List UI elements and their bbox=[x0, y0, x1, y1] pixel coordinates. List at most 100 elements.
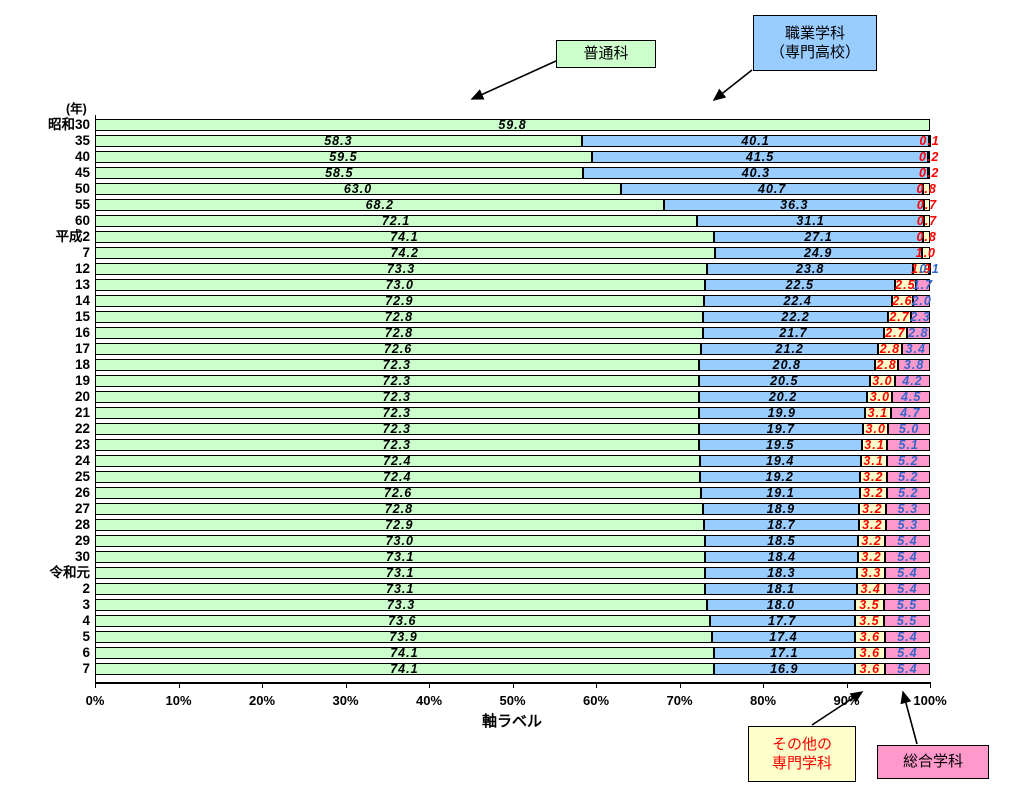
bar-segment-sogo bbox=[884, 615, 930, 627]
value-label-sogo: 4.2 bbox=[902, 374, 923, 388]
bar-segment-shokugyo bbox=[621, 183, 924, 195]
bar-segment-shokugyo bbox=[713, 231, 924, 243]
bar-row: 68.2 36.3 0.7 bbox=[95, 198, 936, 212]
bar-segment-sogo bbox=[884, 647, 930, 659]
x-axis-tick bbox=[679, 682, 681, 688]
bar-segment-futsuka bbox=[95, 151, 592, 163]
value-label-futsuka: 72.1 bbox=[381, 214, 411, 228]
bar-segment-futsuka bbox=[95, 295, 704, 307]
value-label-sonota: 0.7 bbox=[916, 198, 938, 212]
callout-shokugyo-line2: （専門高校） bbox=[769, 44, 860, 61]
y-axis-label: 22 bbox=[74, 421, 90, 436]
bar-segment-sogo bbox=[884, 631, 930, 643]
bar-segment-sonota bbox=[891, 295, 914, 307]
bar-segment-shokugyo bbox=[713, 663, 855, 675]
value-label-shokugyo: 23.8 bbox=[796, 262, 825, 276]
y-axis-label: 18 bbox=[74, 357, 90, 372]
bar-segment-futsuka bbox=[95, 455, 700, 467]
x-axis-tick-label: 70% bbox=[666, 693, 693, 708]
bar-segment-sogo bbox=[888, 423, 930, 435]
value-label-futsuka: 73.6 bbox=[388, 614, 417, 628]
bar-segment-shokugyo bbox=[701, 487, 860, 499]
value-label-shokugyo: 19.7 bbox=[766, 422, 796, 436]
value-label-shokugyo: 40.1 bbox=[741, 134, 770, 148]
value-label-shokugyo: 18.4 bbox=[767, 550, 796, 564]
bar-segment-shokugyo bbox=[704, 535, 859, 547]
bar-segment-sonota bbox=[859, 503, 886, 515]
value-label-sogo: 5.2 bbox=[898, 470, 919, 484]
y-axis-label: 昭和30 bbox=[47, 117, 90, 132]
bar-segment-sonota bbox=[878, 343, 902, 355]
value-label-sonota: 3.0 bbox=[865, 422, 886, 436]
callout-sonota-line1: その他の bbox=[771, 736, 832, 753]
value-label-sonota: 1.0 bbox=[915, 246, 937, 260]
value-label-futsuka: 74.1 bbox=[390, 646, 419, 660]
bar-segment-shokugyo bbox=[707, 263, 914, 275]
value-label-sonota: 0.1 bbox=[919, 134, 940, 148]
value-label-shokugyo: 40.3 bbox=[741, 166, 771, 180]
value-label-sogo: 2.0 bbox=[911, 294, 932, 308]
value-label-sonota: 3.3 bbox=[860, 566, 882, 580]
bar-segment-sogo bbox=[915, 279, 930, 291]
value-label-shokugyo: 18.7 bbox=[767, 518, 796, 532]
value-label-futsuka: 73.9 bbox=[389, 630, 418, 644]
bar-segment-sonota bbox=[923, 231, 930, 243]
value-label-shokugyo: 36.3 bbox=[780, 198, 809, 212]
bar-segment-sogo bbox=[885, 503, 930, 515]
value-label-sogo: 5.3 bbox=[897, 518, 919, 532]
y-axis-label: 20 bbox=[74, 389, 90, 404]
bar-segment-shokugyo bbox=[698, 375, 870, 387]
value-label-shokugyo: 17.1 bbox=[770, 646, 799, 660]
value-label-sonota: 2.8 bbox=[879, 342, 901, 356]
y-axis-label: 28 bbox=[74, 517, 90, 532]
value-label-futsuka: 68.2 bbox=[365, 198, 394, 212]
bar-segment-sonota bbox=[924, 199, 930, 211]
bar-segment-sonota bbox=[859, 471, 887, 483]
bar-segment-sonota bbox=[863, 423, 889, 435]
y-axis-label: 2 bbox=[82, 581, 90, 596]
value-label-futsuka: 72.9 bbox=[385, 518, 414, 532]
bar-segment-futsuka bbox=[95, 359, 699, 371]
bar-segment-shokugyo bbox=[703, 519, 859, 531]
value-label-shokugyo: 24.9 bbox=[803, 246, 833, 260]
value-label-sonota: 3.0 bbox=[869, 390, 891, 404]
bar-segment-futsuka bbox=[95, 631, 713, 643]
value-label-sogo: 0.1 bbox=[919, 262, 940, 276]
value-label-futsuka: 59.5 bbox=[329, 150, 358, 164]
bar-segment-sonota bbox=[867, 391, 893, 403]
bar-segment-futsuka bbox=[95, 519, 704, 531]
bar-segment-shokugyo bbox=[709, 615, 855, 627]
value-label-shokugyo: 20.8 bbox=[772, 358, 801, 372]
value-label-sonota: 1.9 bbox=[911, 262, 932, 276]
value-label-sogo: 5.4 bbox=[897, 566, 918, 580]
y-axis-label: 17 bbox=[74, 341, 90, 356]
bar-segment-futsuka bbox=[95, 263, 708, 275]
value-label-sonota: 0.8 bbox=[916, 182, 937, 196]
value-label-sonota: 0.2 bbox=[918, 150, 940, 164]
bar-segment-futsuka bbox=[95, 167, 584, 179]
y-axis-unit-label: (年) bbox=[66, 102, 87, 116]
value-label-sogo: 5.4 bbox=[897, 662, 918, 676]
bar-segment-futsuka bbox=[95, 135, 582, 147]
y-axis-label: 19 bbox=[74, 373, 90, 388]
bar-segment-futsuka bbox=[95, 567, 706, 579]
bar-segment-sonota bbox=[854, 647, 885, 659]
bar-segment-futsuka bbox=[95, 231, 714, 243]
value-label-sogo: 5.2 bbox=[898, 486, 919, 500]
bar-segment-sogo bbox=[884, 583, 930, 595]
value-label-shokugyo: 21.2 bbox=[775, 342, 804, 356]
value-label-futsuka: 74.1 bbox=[390, 662, 419, 676]
callout-sogo: 総合学科 bbox=[877, 745, 989, 779]
bar-segment-futsuka bbox=[95, 535, 705, 547]
